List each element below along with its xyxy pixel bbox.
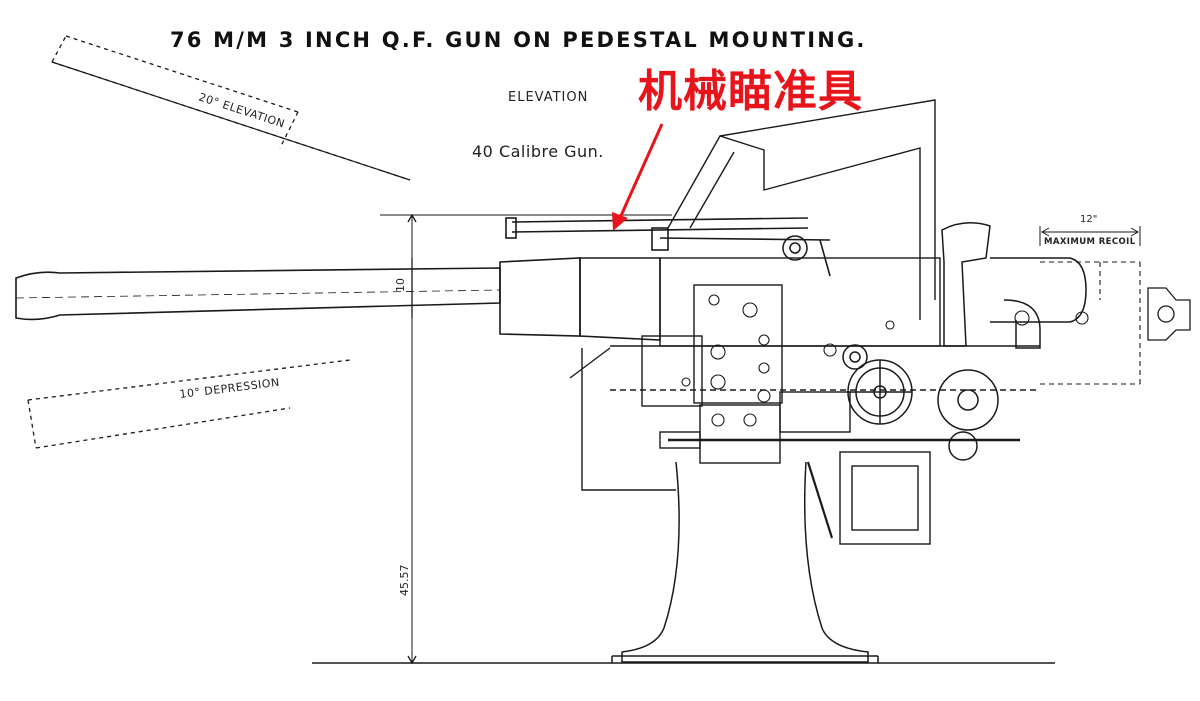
cradle-body <box>610 257 1040 545</box>
breech-assembly <box>941 222 1087 349</box>
drawing-title: 76 M/M 3 INCH Q.F. GUN ON PEDESTAL MOUNT… <box>170 28 867 52</box>
recoil-caption: MAXIMUM RECOIL <box>1044 237 1136 247</box>
recoil-value-label: 12" <box>1080 214 1097 225</box>
shield-frame <box>569 99 936 491</box>
rear-mechanism <box>1147 287 1191 341</box>
height-label: 45.57 <box>398 565 411 597</box>
bolt-details <box>681 294 1089 427</box>
depression-arc-label: 10° DEPRESSION <box>179 376 281 401</box>
view-label: ELEVATION <box>508 90 589 105</box>
depression-ghost-barrel <box>27 359 351 449</box>
annotation-arrow <box>612 123 664 231</box>
pedestal <box>611 461 879 663</box>
handwheels <box>782 235 999 461</box>
gun-caption: 40 Calibre Gun. <box>472 142 604 161</box>
recoil-dimension <box>1039 226 1141 246</box>
recoil-limit <box>1040 261 1141 385</box>
mechanical-sight <box>505 217 831 277</box>
height-dimension <box>380 213 672 665</box>
barrel-dia-label: 10 <box>394 278 407 292</box>
gun-barrel <box>15 257 661 341</box>
sight-annotation: 机械瞄准具 <box>638 66 863 117</box>
